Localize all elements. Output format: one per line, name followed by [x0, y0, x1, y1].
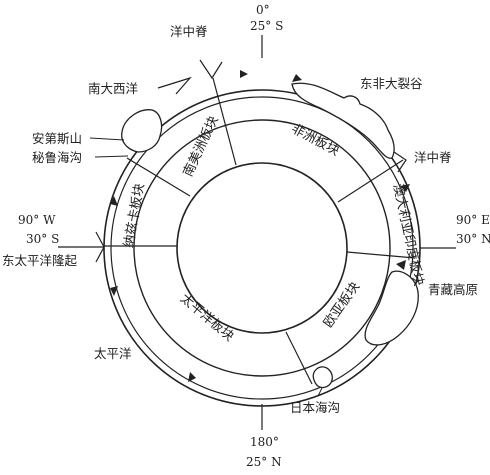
flow-arrow-left-1 — [110, 196, 118, 206]
boundary-sa-af — [212, 77, 237, 166]
japan-trench-outline — [312, 366, 333, 389]
flow-arrow-left-2 — [110, 286, 118, 296]
coord-right-degree: 90° E — [456, 213, 490, 227]
ridge-markers — [95, 59, 407, 263]
plate-south-american: 南美洲板块 — [180, 113, 222, 179]
label-japan-trench: 日本海沟 — [290, 400, 340, 415]
flow-arrow-ne — [292, 74, 302, 82]
label-tibetan-plateau: 青藏高原 — [428, 282, 478, 297]
relief-features — [121, 82, 419, 389]
axis-ticks — [58, 35, 456, 430]
flow-arrow-right-2 — [396, 260, 406, 270]
east-african-rift-outline — [291, 82, 395, 159]
plate-boundaries — [104, 77, 416, 385]
ridge-top-marker — [199, 59, 223, 80]
coord-top-lat: 25° S — [250, 19, 283, 33]
plate-eurasian: 欧亚板块 — [321, 279, 363, 330]
andes-outline — [121, 109, 163, 153]
east-pacific-marker — [95, 231, 105, 263]
coord-right-lat: 30° N — [456, 232, 490, 246]
plate-african: 非洲板块 — [289, 121, 342, 159]
ridge-right-marker — [393, 151, 407, 173]
boundary-nz-sa — [126, 157, 191, 197]
coord-bottom-lat: 25° N — [246, 455, 282, 469]
south-atlantic-marker — [157, 76, 192, 95]
label-south-atlantic: 南大西洋 — [88, 81, 138, 96]
tibetan-plateau-outline — [364, 270, 419, 346]
flow-arrows — [110, 70, 410, 382]
label-ridge-top: 洋中脊 — [170, 24, 208, 39]
coord-left-degree: 90° W — [18, 213, 56, 227]
plate-nazca: 纳兹卡板块 — [122, 182, 148, 249]
boundary-ia-eu — [346, 251, 416, 259]
boundary-af-ia — [337, 159, 404, 203]
leader-lines — [89, 137, 323, 397]
leader-japan-trench — [317, 387, 323, 397]
label-ridge-right: 洋中脊 — [414, 150, 452, 165]
coord-bottom-degree: 180° — [250, 435, 279, 449]
coord-left-lat: 30° S — [26, 232, 59, 246]
flow-arrow-right-1 — [400, 184, 410, 192]
label-pacific-ocean: 太平洋 — [94, 346, 132, 361]
label-andes: 安第斯山 — [32, 131, 82, 146]
leader-andes — [89, 137, 125, 141]
label-east-african-rift: 东非大裂谷 — [360, 76, 423, 91]
boundary-eu-pa — [285, 331, 313, 385]
core-circle — [176, 162, 348, 334]
plate-pacific: 太平洋板块 — [177, 291, 236, 344]
flow-arrow-bottom — [188, 372, 196, 382]
coord-top-degree: 0° — [256, 3, 270, 17]
label-east-pacific-rise: 东太平洋隆起 — [2, 253, 78, 268]
label-peru-trench: 秘鲁海沟 — [32, 150, 82, 165]
outer-ring-inner — [110, 96, 414, 400]
plate-ring-inner — [133, 119, 391, 377]
flow-arrow-top — [240, 70, 248, 78]
leader-peru-trench — [94, 155, 129, 158]
